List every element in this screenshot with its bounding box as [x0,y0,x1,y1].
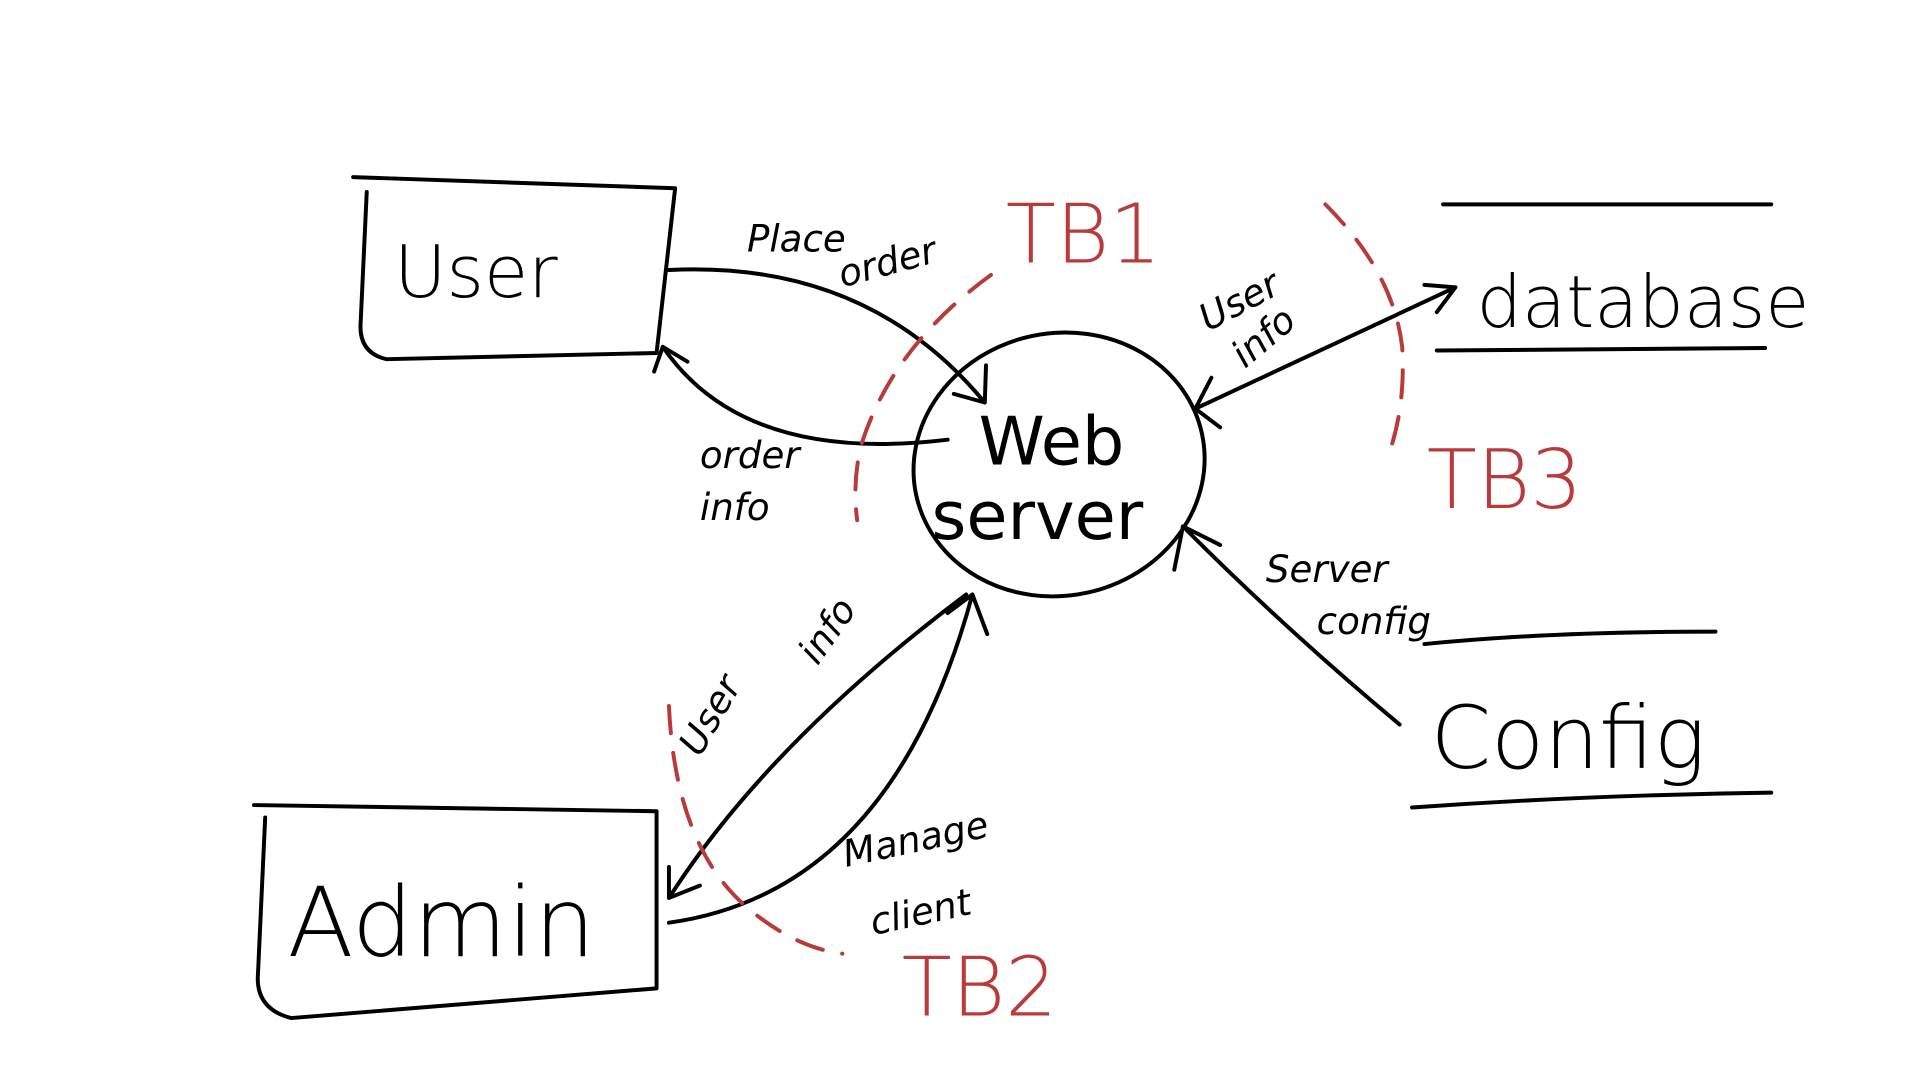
tb2-label: TB2 [902,941,1057,1036]
database-store[interactable]: database [1434,202,1810,353]
trust-boundary-3: TB3 [1323,202,1582,528]
web-server-label-line2: server [932,477,1144,555]
manage-client-label-line2: client [866,880,976,944]
user-info-admin-label-line1: User [670,665,751,762]
user-entity[interactable]: User [351,175,678,362]
web-server-process[interactable]: Web server [889,306,1229,624]
place-order-label-line1: Place [747,217,846,260]
config-store[interactable]: Config [1410,629,1774,810]
manage-client-label-line1: Manage [839,803,992,876]
admin-label: Admin [287,866,595,979]
web-server-label-line1: Web [979,402,1125,480]
server-config-label-line1: Server [1266,548,1391,591]
trust-boundary-2: TB2 [666,703,1057,1036]
flow-server-config: Server config [1172,524,1431,727]
tb3-label: TB3 [1427,433,1582,528]
flow-place-order: Place order [666,217,988,405]
user-label: User [394,230,558,314]
database-label: database [1476,260,1809,344]
tb1-label: TB1 [1006,188,1161,283]
flow-order-info: order info [652,344,950,529]
order-info-label-line2: info [700,486,770,529]
config-label: Config [1431,689,1706,789]
place-order-label-line2: order [834,228,944,296]
trust-boundary-1: TB1 [853,188,1161,523]
flow-user-info-database: User info [1192,261,1458,430]
user-info-admin-label-line2: info [790,590,865,672]
server-config-label-line2: config [1317,600,1431,643]
admin-entity[interactable]: Admin [252,803,659,1021]
order-info-label-line1: order [700,434,802,477]
